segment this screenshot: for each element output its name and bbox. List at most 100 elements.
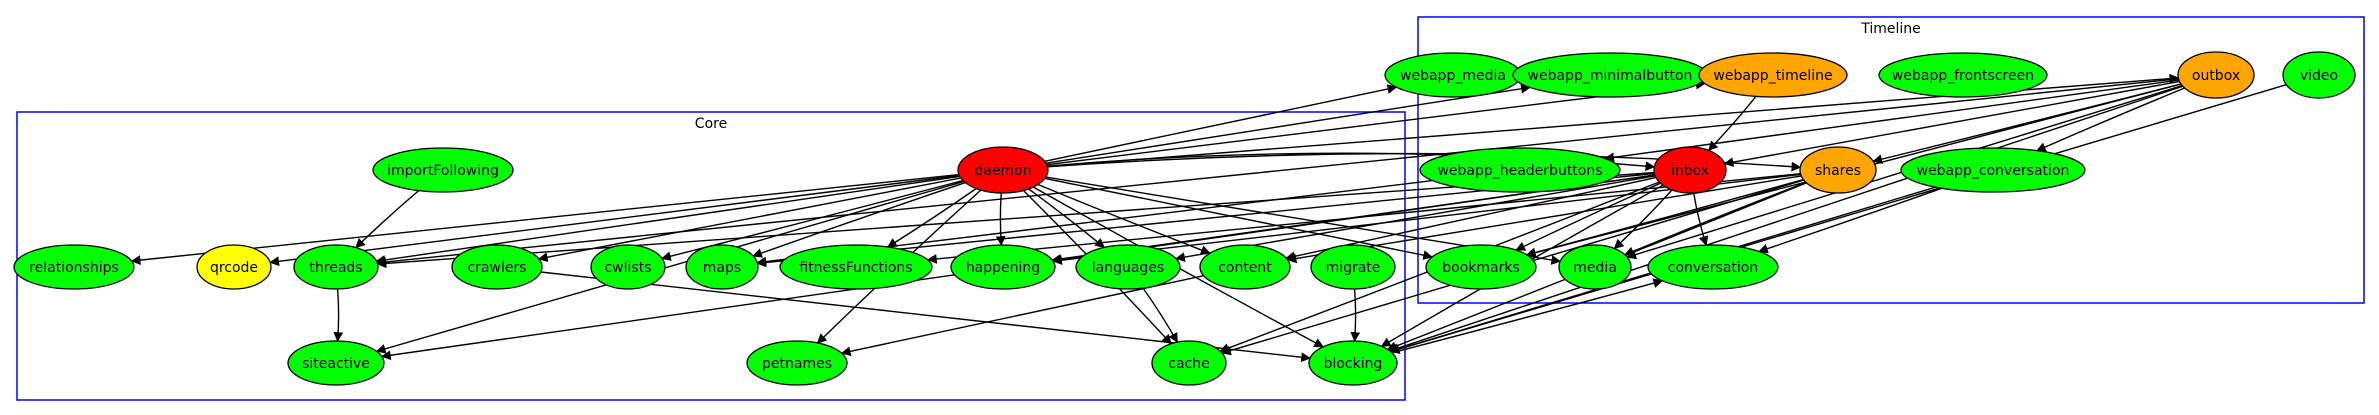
node-fitnessFunctions-ellipse (779, 244, 933, 290)
edge-importFollowing-to-threads (355, 190, 420, 249)
edge-outbox-to-inbox (1723, 80, 2180, 167)
node-petnames-ellipse (746, 340, 848, 386)
node-siteactive-label: siteactive (302, 356, 370, 372)
node-webapp_media: webapp_media (1384, 52, 1522, 98)
node-importFollowing-label: importFollowing (387, 163, 499, 179)
node-languages: languages (1075, 244, 1181, 290)
node-qrcode-label: qrcode (210, 260, 258, 276)
node-webapp_minimalbutton-label: webapp_minimalbutton (1528, 68, 1693, 84)
node-webapp_timeline-ellipse (1698, 52, 1848, 98)
node-media: media (1558, 244, 1632, 290)
node-webapp_conversation-ellipse (1900, 147, 2086, 193)
node-blocking-ellipse (1308, 340, 1398, 386)
node-webapp_frontscreen: webapp_frontscreen (1878, 52, 2048, 98)
node-threads-label: threads (309, 260, 362, 276)
node-webapp_minimalbutton: webapp_minimalbutton (1512, 52, 1708, 98)
node-cwlists-label: cwlists (604, 260, 651, 276)
edge-outbox-to-blocking (1388, 85, 2184, 353)
node-languages-ellipse (1075, 244, 1181, 290)
node-migrate-label: migrate (1326, 260, 1381, 276)
node-outbox: outbox (2177, 51, 2255, 99)
edge-daemon-to-siteactive (375, 180, 965, 354)
node-content-ellipse (1199, 244, 1291, 290)
node-relationships: relationships (13, 244, 135, 290)
edge-webapp_timeline-to-inbox (1708, 95, 1757, 152)
node-webapp_timeline-label: webapp_timeline (1713, 68, 1832, 84)
node-webapp_headerbuttons: webapp_headerbuttons (1419, 147, 1621, 193)
node-conversation-ellipse (1647, 244, 1779, 290)
edge-shares-to-media (1623, 181, 1807, 256)
node-inbox-ellipse (1653, 146, 1727, 194)
node-webapp_headerbuttons-label: webapp_headerbuttons (1437, 163, 1602, 179)
node-relationships-ellipse (13, 244, 135, 290)
node-crawlers-ellipse (451, 244, 543, 290)
node-qrcode-ellipse (196, 244, 272, 290)
edge-migrate-to-blocking (1350, 288, 1361, 342)
edge-outbox-to-webapp_conversation (2036, 87, 2185, 152)
node-crawlers-label: crawlers (467, 260, 526, 276)
edge-daemon-to-webapp_media (1044, 84, 1398, 162)
node-siteactive-ellipse (287, 340, 385, 386)
node-cache-label: cache (1168, 356, 1209, 372)
node-maps-ellipse (685, 244, 759, 290)
node-qrcode: qrcode (196, 244, 272, 290)
node-happening-ellipse (950, 244, 1056, 290)
node-media-ellipse (1558, 244, 1632, 290)
edge-inbox-to-conversation (1693, 192, 1709, 247)
node-cwlists: cwlists (590, 244, 666, 290)
cluster-core-box (16, 111, 1406, 401)
node-blocking-label: blocking (1324, 356, 1383, 372)
node-shares-label: shares (1815, 163, 1861, 179)
node-siteactive: siteactive (287, 340, 385, 386)
edge-threads-to-siteactive (333, 288, 344, 342)
node-outbox-label: outbox (2192, 68, 2240, 84)
node-webapp_conversation-label: webapp_conversation (1917, 163, 2070, 179)
node-crawlers: crawlers (451, 244, 543, 290)
edge-inbox-to-bookmarks (1515, 182, 1661, 251)
node-inbox-label: inbox (1671, 163, 1709, 179)
node-video-ellipse (2282, 51, 2356, 99)
node-webapp_conversation: webapp_conversation (1900, 147, 2086, 193)
node-webapp_headerbuttons-ellipse (1419, 147, 1621, 193)
node-migrate-ellipse (1310, 244, 1396, 290)
node-languages-label: languages (1092, 260, 1164, 276)
node-video-label: video (2300, 68, 2338, 84)
node-content: content (1199, 244, 1291, 290)
node-happening-label: happening (966, 260, 1040, 276)
node-bookmarks-ellipse (1425, 244, 1537, 290)
cluster-timeline-label: Timeline (1860, 21, 1921, 37)
node-daemon: daemon (957, 146, 1049, 194)
edge-shares-to-bookmarks (1525, 178, 1804, 258)
node-relationships-label: relationships (29, 260, 119, 276)
edge-daemon-to-crawlers (537, 177, 961, 263)
node-cwlists-ellipse (590, 244, 666, 290)
node-importFollowing-ellipse (372, 147, 514, 193)
edge-webapp_conversation-to-conversation (1758, 187, 1942, 254)
node-bookmarks-label: bookmarks (1442, 260, 1520, 276)
node-outbox-ellipse (2177, 51, 2255, 99)
node-fitnessFunctions-label: fitnessFunctions (799, 260, 912, 276)
edge-inbox-to-media (1613, 189, 1673, 250)
node-threads-ellipse (293, 244, 379, 290)
node-shares-ellipse (1799, 146, 1877, 194)
edge-blocking-to-conversation (1391, 278, 1664, 354)
edge-daemon-to-threads (375, 175, 960, 265)
node-webapp_timeline: webapp_timeline (1698, 52, 1848, 98)
node-conversation: conversation (1647, 244, 1779, 290)
node-maps: maps (685, 244, 759, 290)
cluster-core-label: Core (695, 116, 727, 132)
edge-daemon-to-maps (752, 181, 966, 258)
edge-languages-to-cache (1142, 287, 1178, 343)
node-video: video (2282, 51, 2356, 99)
node-webapp_frontscreen-ellipse (1878, 52, 2048, 98)
node-cache: cache (1151, 340, 1227, 386)
node-daemon-label: daemon (974, 163, 1031, 179)
node-webapp_media-label: webapp_media (1400, 68, 1506, 84)
node-threads: threads (293, 244, 379, 290)
node-fitnessFunctions: fitnessFunctions (779, 244, 933, 290)
node-content-label: content (1218, 260, 1272, 276)
node-petnames-label: petnames (762, 356, 832, 372)
node-conversation-label: conversation (1668, 260, 1758, 276)
node-daemon-ellipse (957, 146, 1049, 194)
